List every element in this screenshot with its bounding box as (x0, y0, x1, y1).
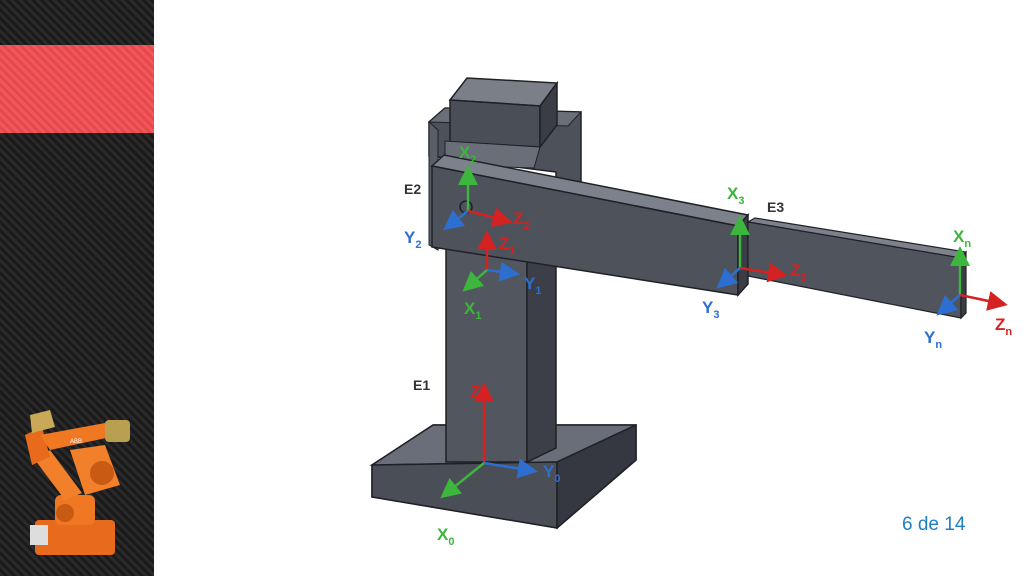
frame-2 (443, 165, 513, 231)
label-y3: Y3 (702, 298, 719, 321)
column (445, 235, 557, 464)
frame-n (936, 246, 1008, 316)
label-z2: Z2 (513, 209, 530, 232)
label-xn: Xn (953, 227, 971, 250)
label-x3: X3 (727, 184, 744, 207)
robot-kinematics-diagram: E2 E3 E1 Z0 Y0 X0 Z1 Y1 X1 X2 Z2 Y2 X3 Z… (369, 77, 1012, 548)
label-y0: Y0 (543, 462, 560, 485)
base-plate (369, 423, 637, 530)
label-y1: Y1 (524, 274, 541, 297)
frame-1 (462, 230, 520, 292)
label-x0: X0 (437, 525, 454, 548)
frame-3 (716, 215, 788, 289)
link-label-e3: E3 (767, 199, 784, 215)
label-z0: Z0 (470, 382, 487, 405)
label-y2: Y2 (404, 228, 421, 251)
svg-text:ABB: ABB (70, 439, 82, 445)
page-number: 6 de 14 (902, 514, 966, 535)
label-z1: Z1 (499, 234, 516, 257)
extension-link (746, 217, 968, 320)
label-zn: Zn (995, 315, 1012, 338)
top-cap (444, 77, 559, 169)
frame-0 (440, 382, 538, 499)
label-x2: X2 (459, 143, 476, 166)
label-yn: Yn (924, 328, 942, 351)
accent-block (0, 45, 154, 133)
robot-arm-image: ABB (25, 410, 130, 555)
link-label-e1: E1 (413, 377, 430, 393)
link-label-e2: E2 (404, 181, 421, 197)
label-z3: Z3 (790, 261, 807, 284)
label-x1: X1 (464, 299, 481, 322)
